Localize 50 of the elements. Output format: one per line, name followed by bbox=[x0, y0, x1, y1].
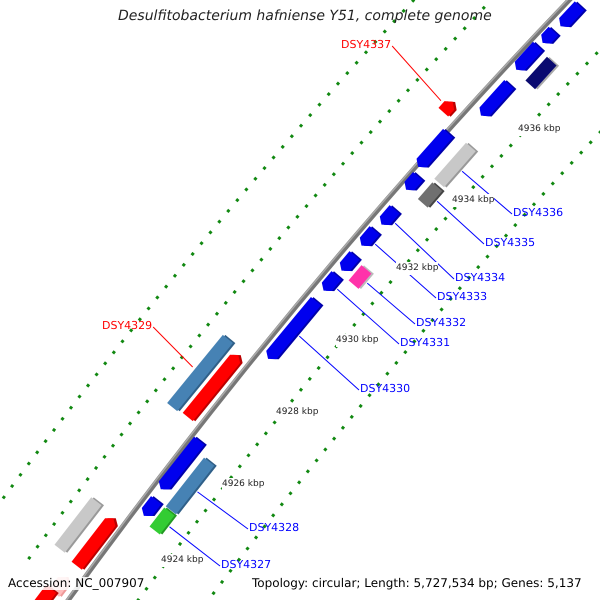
leader-line bbox=[366, 282, 416, 324]
gene-label: DSY4337 bbox=[341, 38, 392, 51]
gene-segment bbox=[380, 205, 402, 226]
gene-segment bbox=[150, 508, 177, 534]
gene-label: DSY4330 bbox=[360, 382, 410, 395]
gene-label: DSY4336 bbox=[513, 206, 564, 219]
leader-line bbox=[392, 46, 442, 102]
leader-line bbox=[169, 526, 220, 566]
leader-line bbox=[196, 491, 248, 530]
gene-label: DSY4335 bbox=[485, 236, 536, 249]
gene-segment bbox=[348, 265, 374, 289]
scale-label: 4930 kbp bbox=[336, 334, 378, 347]
leader-line bbox=[336, 288, 400, 344]
gene-label: DSY4328 bbox=[249, 521, 300, 534]
scale-label: 4934 kbp bbox=[452, 194, 494, 207]
scale-label: 4932 kbp bbox=[396, 262, 438, 275]
leader-line bbox=[298, 336, 360, 390]
gene-segment bbox=[182, 354, 243, 422]
gene-segment bbox=[416, 128, 456, 168]
gene-segment bbox=[541, 26, 561, 44]
gene-label: DSY4329 bbox=[102, 319, 152, 332]
gene-segment bbox=[340, 251, 362, 272]
gene-segment bbox=[322, 271, 344, 292]
gene-label: DSY4332 bbox=[416, 316, 466, 329]
gene-segment bbox=[434, 142, 478, 188]
gene-segment bbox=[418, 182, 445, 208]
scale-label: 4924 kbp bbox=[161, 554, 204, 567]
gene-segment bbox=[72, 518, 118, 570]
gene-segment bbox=[360, 226, 382, 246]
scale-label: 4928 kbp bbox=[276, 406, 318, 419]
gene-label: DSY4333 bbox=[437, 290, 488, 303]
gene-segment bbox=[525, 56, 560, 90]
leader-line bbox=[152, 326, 194, 368]
gene-label: DSY4331 bbox=[400, 336, 450, 349]
gene-segment bbox=[404, 172, 426, 190]
gene-segment bbox=[266, 297, 324, 360]
leader-line bbox=[394, 222, 454, 280]
gene-segment bbox=[142, 496, 164, 516]
gene-label: DSY4334 bbox=[455, 271, 506, 284]
scale-label: 4926 kbp bbox=[222, 478, 264, 491]
leader-line bbox=[436, 200, 484, 244]
gene-segment bbox=[166, 458, 217, 514]
gene-label: DSY4327 bbox=[221, 558, 272, 571]
gene-segment bbox=[438, 101, 457, 117]
scale-label: 4936 kbp bbox=[518, 123, 560, 136]
footer-text: Topology: circular; Length: 5,727,534 bp; Genes: 5,137 bbox=[252, 577, 582, 590]
gene-segment bbox=[559, 1, 587, 28]
title: Desulfitobacterium hafniense Y51, complete genome bbox=[118, 10, 492, 23]
gene-segment bbox=[479, 80, 516, 116]
leader-line bbox=[462, 170, 512, 214]
